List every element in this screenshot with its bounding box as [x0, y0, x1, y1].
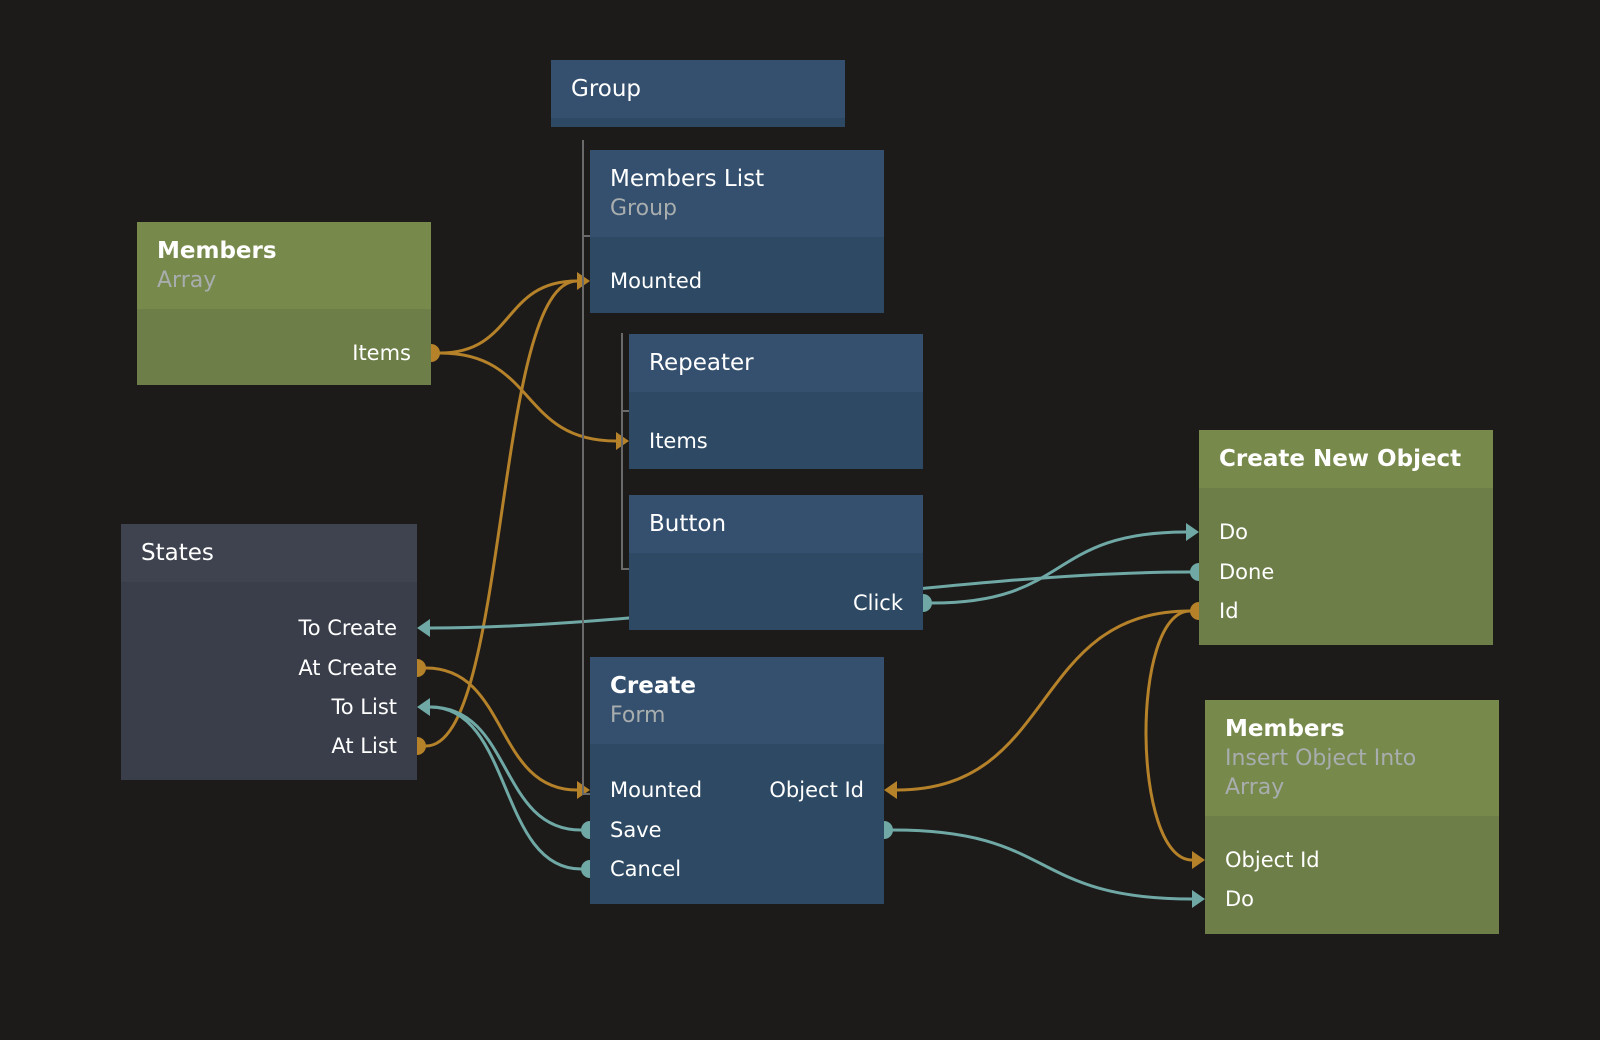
port-label-do[interactable]: Do: [1219, 520, 1249, 544]
port-label-id[interactable]: Id: [1219, 599, 1239, 623]
port-arrow[interactable]: [417, 619, 430, 637]
connection-wire: [428, 705, 583, 871]
connection-wire: [428, 705, 583, 832]
node-body: [1205, 816, 1499, 934]
node-title: Button: [649, 511, 727, 537]
node-body: [121, 582, 417, 780]
port-label-mounted[interactable]: Mounted: [610, 269, 703, 293]
port-label-items[interactable]: Items: [352, 341, 411, 365]
node-title: Repeater: [649, 350, 754, 376]
port-label-at-list[interactable]: At List: [331, 734, 397, 758]
tree-connector-line: [582, 793, 594, 795]
node-title: Create: [610, 673, 696, 699]
port-arrow[interactable]: [1186, 523, 1199, 541]
port-arrow[interactable]: [417, 698, 430, 716]
port-label-object-id[interactable]: Object Id: [1225, 848, 1320, 872]
connection-wire: [438, 351, 618, 443]
tree-connector-line: [621, 333, 623, 568]
port-label-mounted[interactable]: Mounted: [610, 778, 703, 802]
node-group[interactable]: Group: [551, 60, 845, 127]
connection-wire: [424, 666, 579, 792]
port-label-to-create[interactable]: To Create: [298, 616, 397, 640]
node-title: Create New Object: [1219, 446, 1462, 472]
node-header[interactable]: Create New Object: [1199, 430, 1493, 488]
node-body: [1199, 488, 1493, 645]
connection-wire: [438, 279, 579, 355]
port-label-cancel[interactable]: Cancel: [610, 857, 682, 881]
port-arrow[interactable]: [884, 781, 897, 799]
tree-connector-line: [582, 235, 594, 237]
node-subtitle: Form: [610, 703, 666, 728]
node-header[interactable]: States: [121, 524, 417, 582]
port-label-items[interactable]: Items: [649, 429, 708, 453]
node-title: States: [141, 540, 214, 566]
connection-wire: [1144, 609, 1194, 862]
node-states[interactable]: States To Create At Create To List At List: [121, 524, 417, 780]
node-body: [590, 744, 884, 904]
connection-wire: [891, 828, 1194, 901]
node-title: Members List: [610, 166, 765, 192]
node-body: [551, 118, 845, 127]
node-title: Members: [1225, 716, 1345, 742]
node-subtitle: Insert Object Into Array: [1225, 746, 1417, 800]
node-header[interactable]: Button: [629, 495, 923, 553]
tree-connector-line: [582, 140, 584, 793]
port-label-click[interactable]: Click: [852, 591, 903, 615]
node-subtitle: Group: [610, 196, 677, 221]
port-label-at-create[interactable]: At Create: [298, 656, 397, 680]
node-body: [590, 237, 884, 313]
port-arrow[interactable]: [1192, 890, 1205, 908]
connection-wire: [895, 609, 1192, 792]
port-label-done[interactable]: Done: [1219, 560, 1275, 584]
node-body: [629, 392, 923, 469]
port-label-to-list[interactable]: To List: [331, 695, 398, 719]
port-label-object-id[interactable]: Object Id: [769, 778, 864, 802]
tree-connector-line: [621, 568, 633, 570]
node-body: [137, 309, 431, 385]
connection-wire: [930, 530, 1188, 605]
port-label-do[interactable]: Do: [1225, 887, 1255, 911]
port-arrow[interactable]: [1192, 851, 1205, 869]
port-label-save[interactable]: Save: [610, 818, 662, 842]
node-title: Members: [157, 238, 277, 264]
connection-wire: [424, 279, 579, 748]
node-subtitle: Array: [157, 268, 217, 293]
tree-connector-line: [621, 410, 633, 412]
node-header[interactable]: Group: [551, 60, 845, 118]
node-header[interactable]: Repeater: [629, 334, 923, 392]
node-title: Group: [571, 76, 642, 102]
node-body: [629, 553, 923, 630]
